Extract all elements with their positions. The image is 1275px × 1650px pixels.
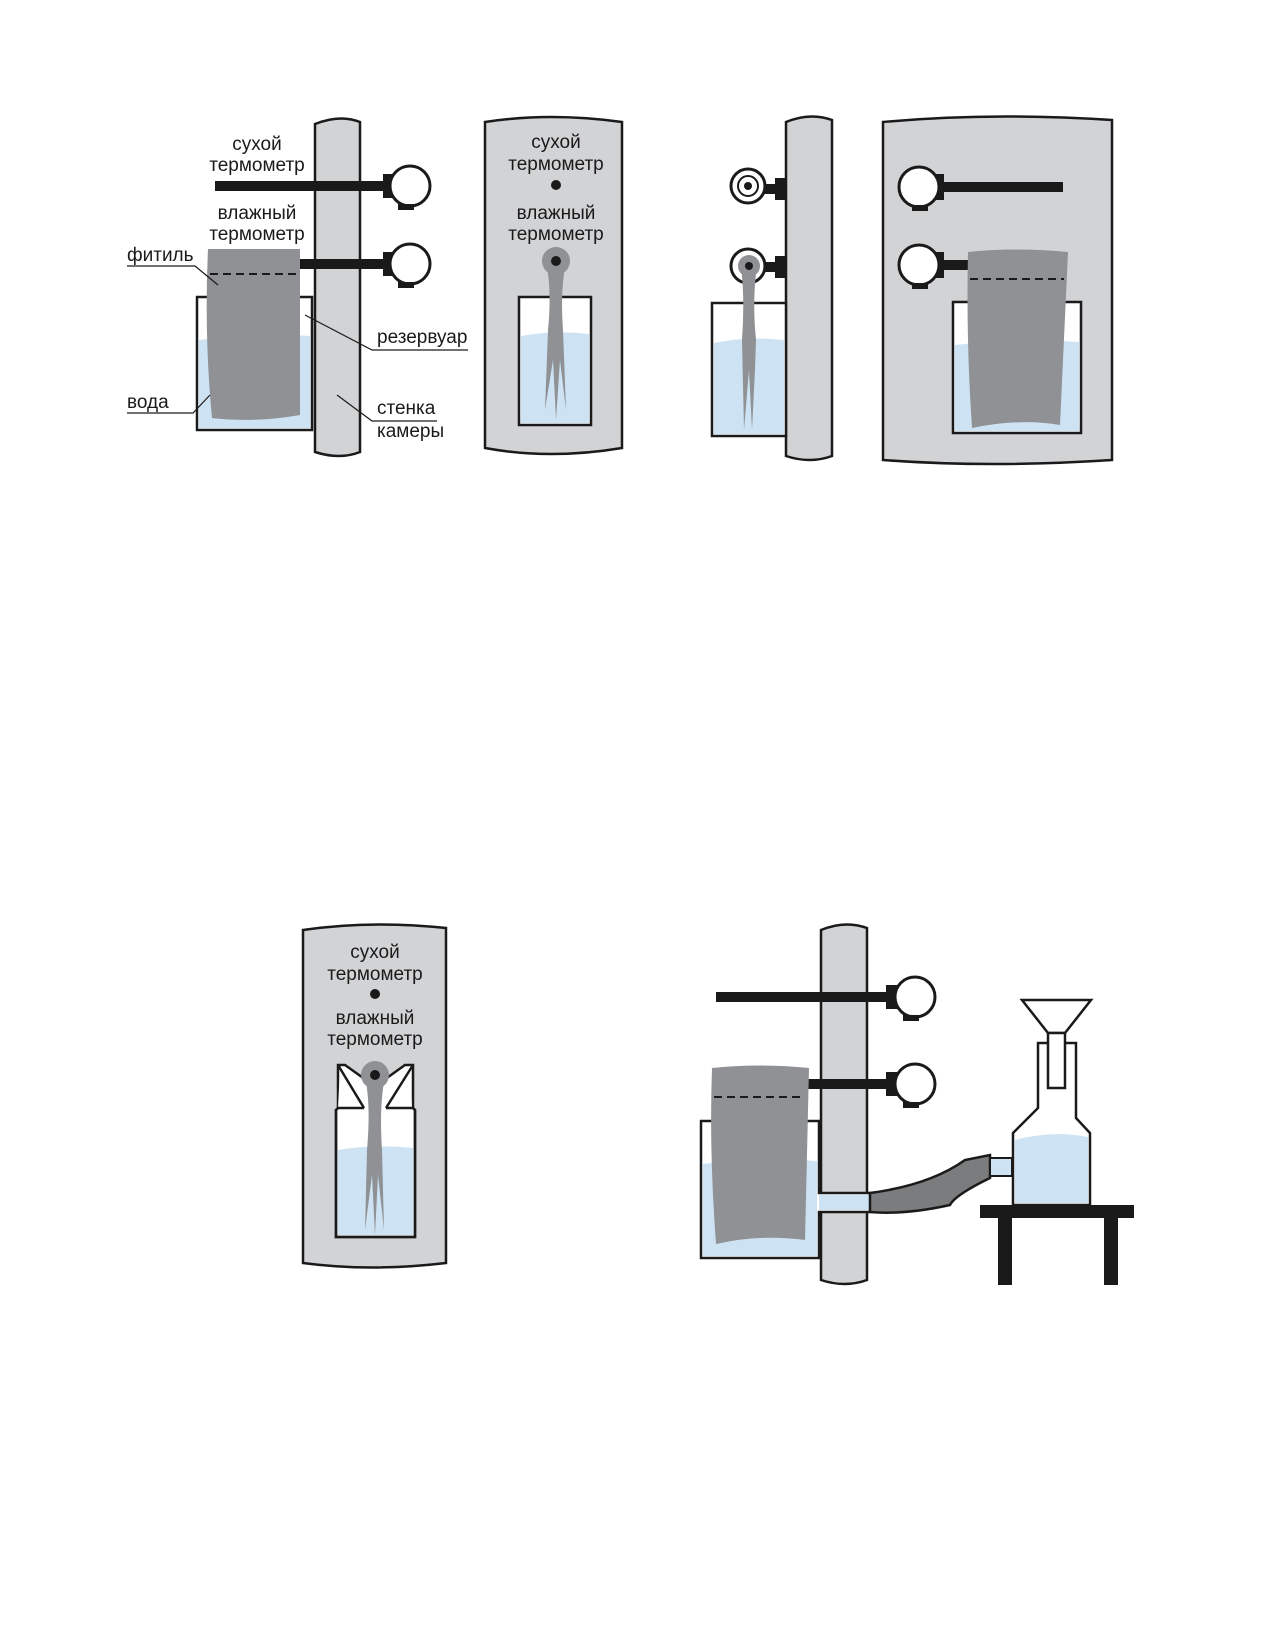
label-wet-thermometer-1: влажный [517, 203, 596, 224]
table-leg [1104, 1218, 1118, 1285]
wick [206, 249, 300, 420]
label-dry-thermometer-1: сухой [232, 134, 281, 155]
dry-thermometer-bulb [893, 975, 937, 1019]
label-dry-thermometer-1: сухой [531, 132, 580, 153]
hose [868, 1153, 992, 1214]
label-wet-thermometer-2: термометр [209, 224, 305, 245]
dry-thermometer-point [551, 180, 561, 190]
figure-front-view-bottle: сухой термометр влажный термометр [301, 923, 448, 1269]
wet-thermometer-bulb [893, 1062, 937, 1106]
water [714, 338, 784, 434]
chamber-wall [313, 117, 362, 458]
label-dry-thermometer-1: сухой [350, 942, 399, 963]
chamber-wall [784, 115, 834, 462]
table-leg [998, 1218, 1012, 1285]
label-wet-thermometer-1: влажный [218, 203, 297, 224]
wick [365, 1077, 385, 1235]
label-dry-thermometer-2: термометр [209, 155, 305, 176]
wet-thermometer-bulb [897, 243, 941, 287]
funnel [1019, 998, 1094, 1035]
figure-side-view-2 [710, 115, 834, 462]
label-wet-thermometer-1: влажный [336, 1008, 415, 1029]
label-dry-thermometer-2: термометр [327, 964, 423, 985]
dry-thermometer-bulb [388, 164, 432, 208]
wet-thermometer-bulb [388, 242, 432, 286]
label-wet-thermometer-2: термометр [327, 1029, 423, 1050]
table-top [980, 1205, 1134, 1218]
figure-front-view: сухой термометр влажный термометр [483, 115, 624, 456]
figure-side-view-supply [699, 923, 1134, 1286]
label-chamber-wall-2: камеры [377, 421, 444, 442]
label-wet-thermometer-2: термометр [508, 224, 604, 245]
figure-side-view-labeled: сухой термометр влажный термометр фитиль… [127, 117, 468, 458]
chamber-wall [819, 923, 869, 1286]
wick [741, 266, 757, 430]
dry-thermometer-stem [215, 181, 393, 191]
wick [711, 1065, 809, 1244]
figure-panel-view [881, 115, 1114, 466]
wet-thermometer-stem [300, 259, 393, 269]
dry-thermometer-bulb [897, 165, 941, 209]
wick [545, 262, 566, 420]
label-water: вода [127, 392, 169, 413]
label-reservoir: резервуар [377, 327, 467, 348]
wet-thermometer-stem [806, 1079, 896, 1089]
label-chamber-wall-1: стенка [377, 398, 436, 419]
supply-bottle-water [1015, 1134, 1088, 1203]
label-wick: фитиль [127, 245, 194, 266]
wick [967, 249, 1068, 428]
dry-thermometer-point [370, 989, 380, 999]
label-dry-thermometer-2: термометр [508, 154, 604, 175]
dry-thermometer-stem [716, 992, 896, 1002]
